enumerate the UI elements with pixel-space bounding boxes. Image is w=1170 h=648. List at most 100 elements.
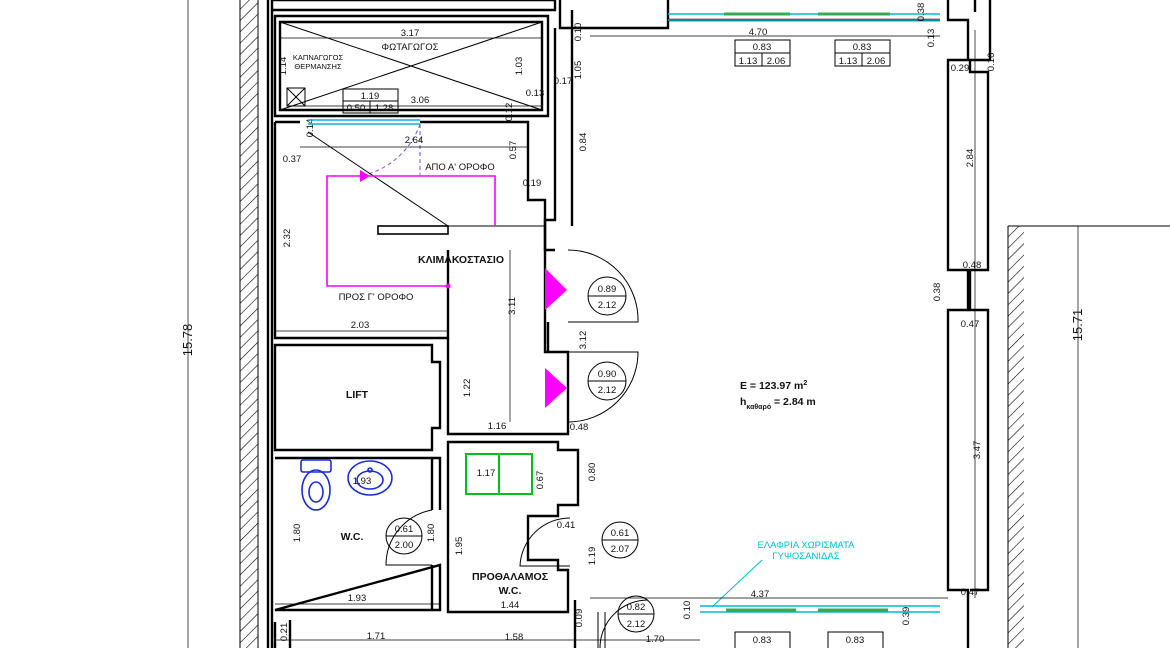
svg-text:1.28: 1.28 <box>375 103 394 114</box>
dim-w144: 1.44 <box>501 600 520 611</box>
from-floor-label: ΑΠΟ Α' ΟΡΟΦΟ <box>425 162 495 173</box>
stair-path <box>326 175 496 287</box>
dim-v180-a: 1.80 <box>292 524 303 543</box>
hall-label-2: W.C. <box>499 585 522 597</box>
win-bottom-2-tag: 0.83 <box>827 631 884 648</box>
right-hatch-wall <box>1008 226 1024 648</box>
entry-arrow-1 <box>545 268 567 310</box>
dim-v122: 1.22 <box>462 379 473 398</box>
dim-w048: 0.48 <box>570 422 589 433</box>
dim-lw-depth: 1.03 <box>514 57 525 76</box>
dim-v012: 0.12 <box>504 103 515 122</box>
door-hall-tag: 0.61 2.07 <box>601 521 639 559</box>
dim-r047: 0.47 <box>961 319 980 330</box>
dim-top-013: 0.13 <box>926 29 937 48</box>
dim-b039: 0.39 <box>901 607 912 626</box>
dim-v195: 1.95 <box>454 537 465 556</box>
dim-v312: 3.12 <box>578 331 589 350</box>
dim-v067: 0.67 <box>535 471 546 490</box>
svg-text:2.06: 2.06 <box>867 56 886 67</box>
svg-text:2.06: 2.06 <box>767 56 786 67</box>
svg-text:2.07: 2.07 <box>611 544 630 555</box>
svg-text:2.12: 2.12 <box>627 619 646 630</box>
dim-r029: 0.29 <box>951 63 970 74</box>
svg-text:0.90: 0.90 <box>598 369 617 380</box>
dim-r016: 0.16 <box>986 53 997 72</box>
dim-top-470: 4.70 <box>749 27 768 38</box>
hall-label-1: ΠΡΟΘΑΛΑΜΟΣ <box>472 571 548 583</box>
svg-text:2.00: 2.00 <box>395 540 414 551</box>
dim-w264: 2.64 <box>405 135 424 146</box>
svg-text:0.89: 0.89 <box>598 284 617 295</box>
win-bottom-1-tag: 0.83 <box>734 631 791 648</box>
entry-arrow-2 <box>545 368 567 408</box>
svg-text:0.83: 0.83 <box>853 42 872 53</box>
door-wc-tag: 0.61 2.00 <box>385 517 423 555</box>
chimney-label-2: ΘΕΡΜΑΝΣΗΣ <box>294 62 342 71</box>
dim-v080: 0.80 <box>587 463 598 482</box>
wc-label: W.C. <box>341 531 364 543</box>
lift-label: LIFT <box>346 389 369 401</box>
svg-text:1.13: 1.13 <box>739 56 758 67</box>
area-label: E = 123.97 m2 <box>740 380 807 392</box>
svg-text:0.61: 0.61 <box>395 524 414 535</box>
door-entry-swing <box>599 599 649 648</box>
dim-v119: 1.19 <box>587 547 598 566</box>
dim-w203: 2.03 <box>351 320 370 331</box>
dim-left-overall: 15.78 <box>180 324 195 357</box>
svg-text:0.83: 0.83 <box>753 635 772 646</box>
stair-up-arrow <box>360 170 370 182</box>
svg-text:2.12: 2.12 <box>598 300 617 311</box>
dim-w037: 0.37 <box>283 154 302 165</box>
partition-label-2: ΓΥΨΟΣΑΝΙΔΑΣ <box>772 551 839 562</box>
svg-text:0.83: 0.83 <box>753 42 772 53</box>
dim-lw-width: 3.17 <box>401 28 420 39</box>
light-well-label: ΦΩΤΑΓΩΓΟΣ <box>382 42 439 53</box>
dim-lw-inner: 3.06 <box>411 95 430 106</box>
svg-text:0.83: 0.83 <box>846 635 865 646</box>
left-hatch-wall <box>240 0 258 648</box>
dim-v009: 0.09 <box>574 609 585 628</box>
dim-b437: 4.37 <box>751 589 770 600</box>
svg-text:1.13: 1.13 <box>839 56 858 67</box>
to-floor-label: ΠΡΟΣ Γ' ΟΡΟΦΟ <box>339 292 414 303</box>
dim-b010: 0.10 <box>682 601 693 620</box>
hall-walls <box>446 440 580 614</box>
chimney-icon <box>286 87 306 107</box>
sink-icon <box>347 460 393 496</box>
dim-v105: 1.05 <box>573 61 584 80</box>
dim-r347: 3.47 <box>972 441 983 460</box>
dim-h232: 2.32 <box>282 229 293 248</box>
dim-top-038: 0.38 <box>916 3 927 22</box>
dim-right-overall: 15.71 <box>1070 309 1085 342</box>
chimney-label-1: ΚΑΠΝΑΓΩΓΟΣ <box>293 53 344 62</box>
staircase-walls <box>273 120 547 340</box>
staircase-label: ΚΛΙΜΑΚΟΣΤΑΣΙΟ <box>418 254 504 266</box>
door-stair-1-tag: 0.89 2.12 <box>587 276 627 316</box>
dim-w041: 0.41 <box>557 520 576 531</box>
win-top-2-tag: 0.83 1.13 2.06 <box>834 39 891 67</box>
door-hall-swing <box>519 517 571 567</box>
svg-text:0.50: 0.50 <box>347 103 366 114</box>
dim-v084: 0.84 <box>578 133 589 152</box>
dim-v010: 0.10 <box>573 23 584 42</box>
dim-r048: 0.48 <box>963 260 982 271</box>
dim-r047b: 0.47 <box>961 587 980 598</box>
dim-w116: 1.16 <box>488 421 507 432</box>
dim-v014: 0.14 <box>305 119 316 138</box>
height-label: hκαθαρό = 2.84 m <box>740 396 816 411</box>
svg-text:0.61: 0.61 <box>611 528 630 539</box>
dim-w193-wc-top: 1.93 <box>353 476 372 487</box>
dim-r284: 2.84 <box>965 149 976 168</box>
door-stair-2-tag: 0.90 2.12 <box>587 361 627 401</box>
outer-wall-right <box>946 0 970 648</box>
lw-window-tag: 1.19 0.50 1.28 <box>342 88 399 114</box>
svg-text:0.82: 0.82 <box>627 602 646 613</box>
dim-w171: 1.71 <box>367 631 386 642</box>
dim-w158: 1.58 <box>505 632 524 643</box>
dim-w117: 1.17 <box>477 468 496 479</box>
svg-text:1.19: 1.19 <box>361 91 380 102</box>
win-top-1-tag: 0.83 1.13 2.06 <box>734 39 791 67</box>
door-stair-1-swing <box>567 249 639 323</box>
